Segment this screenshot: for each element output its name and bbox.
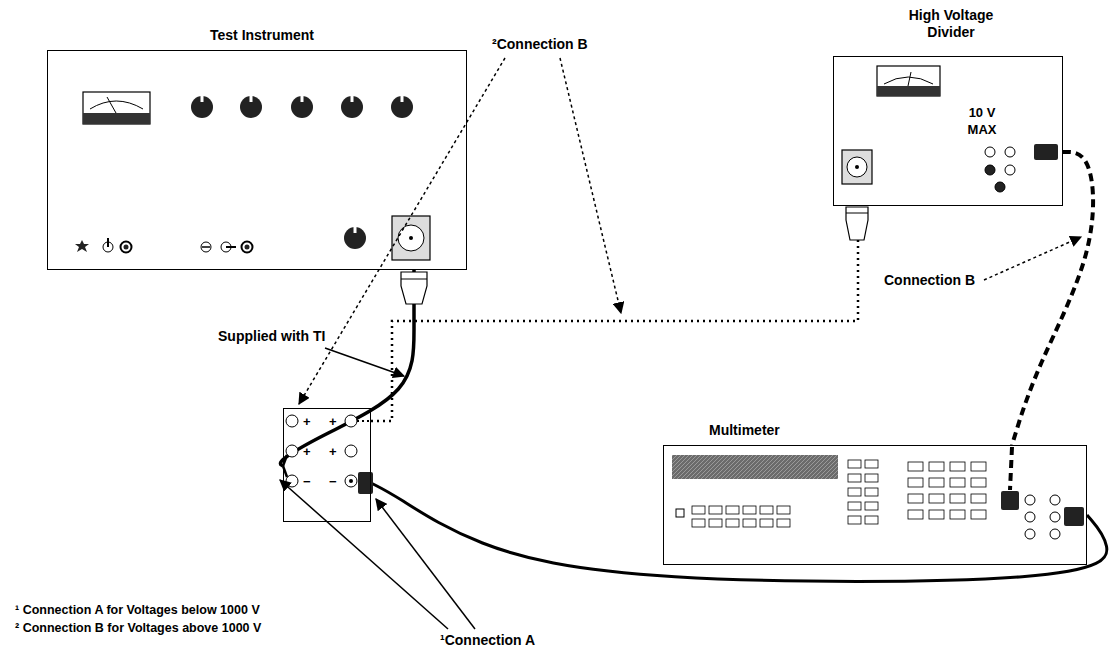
terminal-sign: + [329, 412, 337, 432]
multimeter-button [743, 519, 756, 527]
terminal-sign: + [303, 412, 311, 432]
cable-note: Supplied with TI [216, 328, 327, 345]
footnote: ¹ Connection A for Voltages below 1000 V [13, 602, 262, 618]
multimeter-button [726, 519, 739, 527]
divider-panel [842, 66, 1058, 240]
multimeter-button [929, 478, 944, 487]
multimeter-button [709, 506, 722, 514]
multimeter: Multimeter [663, 445, 1087, 565]
multimeter-button [777, 519, 790, 527]
multimeter-panel [672, 447, 1084, 539]
multimeter-button [726, 506, 739, 514]
terminal-sign: + [329, 442, 337, 462]
multimeter-button [865, 460, 878, 468]
multimeter-button [971, 494, 986, 503]
test-instrument: Test Instrument [47, 50, 467, 270]
terminal-sign: − [329, 472, 337, 492]
multimeter-button [865, 488, 878, 496]
terminal-sign: − [303, 472, 311, 492]
connection-a-cable [371, 483, 1107, 581]
multimeter-button [950, 478, 965, 487]
multimeter-button [709, 519, 722, 527]
multimeter-button [692, 506, 705, 514]
multimeter-button [865, 516, 878, 524]
connection-b-cable [371, 206, 858, 421]
multimeter-button [908, 494, 923, 503]
multimeter-button [848, 474, 861, 482]
connection-label: Connection B [882, 272, 977, 289]
multimeter-button [908, 462, 923, 471]
multimeter-button [950, 494, 965, 503]
multimeter-button [848, 516, 861, 524]
multimeter-button [777, 506, 790, 514]
multimeter-button [848, 460, 861, 468]
multimeter-button [760, 519, 773, 527]
multimeter-button [692, 519, 705, 527]
multimeter-button [971, 510, 986, 519]
connection-label: ¹Connection A [438, 632, 537, 649]
instrument-panel [75, 92, 430, 304]
multimeter-button [929, 462, 944, 471]
connection-label: ²Connection B [490, 36, 590, 53]
multimeter-button [848, 502, 861, 510]
multimeter-button [908, 510, 923, 519]
multimeter-button [865, 502, 878, 510]
terminal-block: ++++−− [283, 408, 371, 522]
instrument-title: Test Instrument [52, 27, 472, 44]
supplied-cable [280, 270, 414, 466]
multimeter-button [950, 510, 965, 519]
multimeter-button [865, 474, 878, 482]
multimeter-button [848, 488, 861, 496]
leader-lines [280, 58, 1081, 629]
multimeter-button [950, 462, 965, 471]
voltage-rating: 10 V MAX [959, 104, 1005, 138]
divider-title: High Voltage Divider [896, 7, 1006, 41]
multimeter-button [971, 478, 986, 487]
multimeter-button [908, 478, 923, 487]
multimeter-button [971, 462, 986, 471]
footnote: ² Connection B for Voltages above 1000 V [13, 620, 263, 636]
multimeter-button [929, 510, 944, 519]
connection-b-cable [1012, 152, 1093, 445]
multimeter-button [743, 506, 756, 514]
multimeter-title: Multimeter [709, 422, 829, 439]
high-voltage-divider: High Voltage Divider10 V MAX [833, 56, 1063, 206]
multimeter-button [760, 506, 773, 514]
terminal-block-posts [283, 415, 373, 494]
multimeter-button [929, 494, 944, 503]
terminal-sign: + [303, 442, 311, 462]
